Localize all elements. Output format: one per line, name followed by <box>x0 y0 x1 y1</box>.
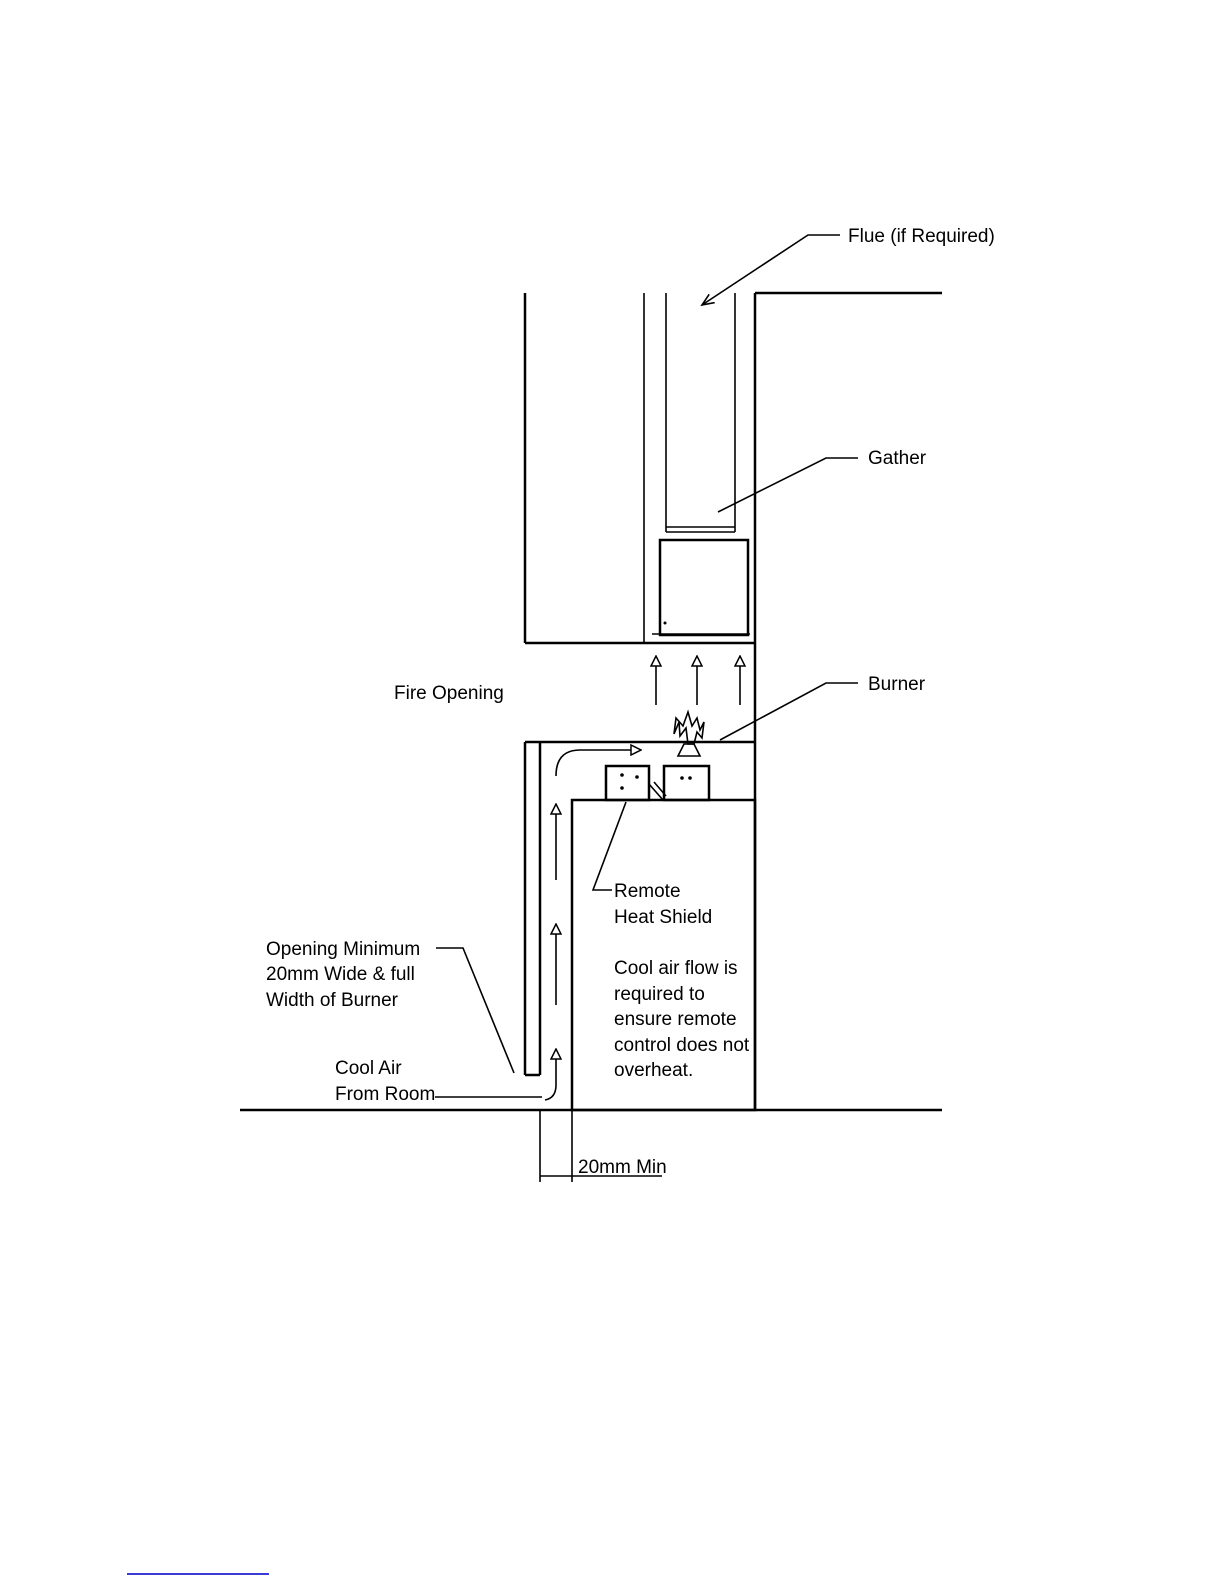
opening-label-line3: Width of Burner <box>266 990 399 1011</box>
burner-control-box <box>664 766 709 800</box>
fire-opening-label: Fire Opening <box>394 683 504 704</box>
annotations: Flue (if Required) Gather Fire Opening B… <box>266 226 995 1178</box>
chimney-structure <box>525 293 942 1110</box>
flame-icon <box>674 712 704 744</box>
note-line5: overheat. <box>614 1060 693 1081</box>
air-turn-arrow <box>556 750 640 776</box>
gather-leader <box>718 458 858 512</box>
gather-label: Gather <box>868 448 927 469</box>
gather-box <box>652 527 750 635</box>
note-line3: ensure remote <box>614 1009 737 1030</box>
footer-link-underline[interactable] <box>127 1573 269 1575</box>
burner-label: Burner <box>868 674 926 695</box>
flue-label: Flue (if Required) <box>848 226 995 247</box>
note-line2: required to <box>614 984 705 1005</box>
opening-leader <box>436 948 514 1073</box>
flue-liner <box>644 293 735 643</box>
cool-air-label-line1: Cool Air <box>335 1058 402 1079</box>
remote-label-line1: Remote <box>614 881 681 902</box>
remote-leader <box>593 802 626 890</box>
opening-label-line1: Opening Minimum <box>266 939 420 960</box>
burner-assembly <box>606 712 709 800</box>
hearth-structure <box>240 742 942 1110</box>
rising-air-arrows <box>656 657 740 705</box>
remote-label-line2: Heat Shield <box>614 907 712 928</box>
burner-nozzle <box>678 744 700 756</box>
flue-leader <box>702 235 840 305</box>
note-line4: control does not <box>614 1035 750 1056</box>
note-line1: Cool air flow is <box>614 958 738 979</box>
remote-heat-shield-box <box>606 766 649 800</box>
cool-air-inlet-arrow <box>545 1050 556 1100</box>
dimension-label: 20mm Min <box>578 1157 667 1178</box>
cool-air-label-line2: From Room <box>335 1084 435 1105</box>
opening-label-line2: 20mm Wide & full <box>266 964 415 985</box>
